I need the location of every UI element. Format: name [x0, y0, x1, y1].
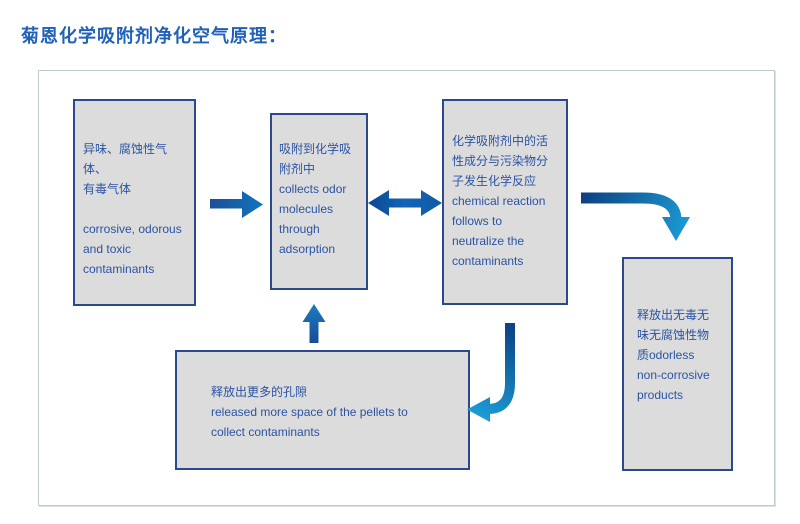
flow-box-chemical-reaction: 化学吸附剂中的活 性成分与污染物分 子发生化学反应 chemical react… [442, 99, 568, 305]
flow-box-released-space: 释放出更多的孔隙 released more space of the pell… [175, 350, 470, 470]
page-title: 菊恩化学吸附剂净化空气原理： [21, 26, 287, 47]
flow-box-odorless-products: 释放出无毒无 味无腐蚀性物 质odorless non-corrosive pr… [622, 257, 733, 471]
flow-box-contaminants: 异味、腐蚀性气体、 有毒气体 corrosive, odorous and to… [73, 99, 196, 306]
flow-box-adsorption: 吸附到化学吸 附剂中 collects odor molecules throu… [270, 113, 368, 290]
